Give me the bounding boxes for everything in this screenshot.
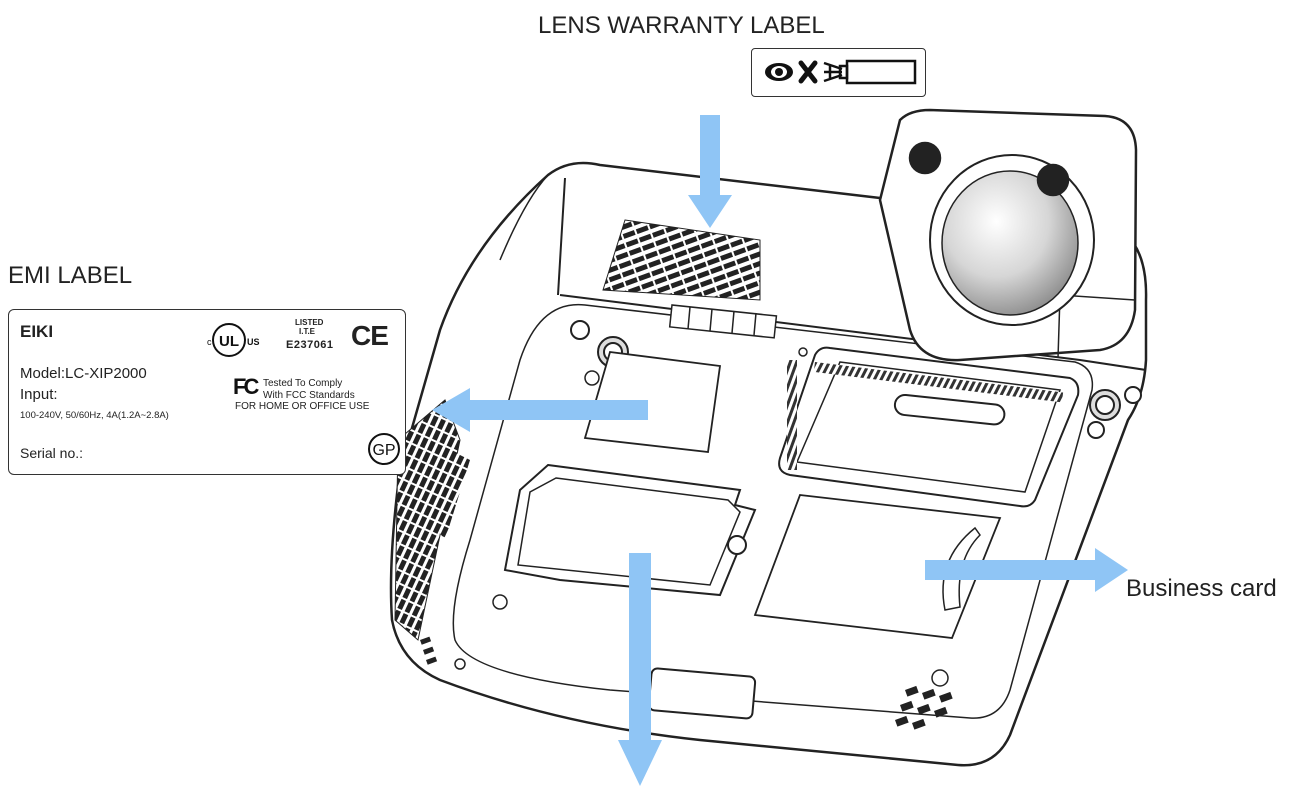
lens-warranty-caption: LENS WARRANTY LABEL	[538, 12, 825, 39]
top-vent-grille	[602, 219, 761, 301]
arrow-business-card	[925, 548, 1128, 592]
gp-text: GP	[372, 442, 395, 459]
fc-text: FC	[233, 374, 259, 398]
emi-model: Model:LC-XIP2000	[20, 365, 147, 382]
arrow-lens-warranty	[688, 115, 732, 228]
emi-ite: I.T.E	[299, 327, 316, 336]
lower-cover	[503, 463, 757, 597]
emi-input-label: Input:	[20, 386, 58, 403]
emi-listed: LISTED	[295, 318, 324, 327]
bottom-handle	[647, 667, 757, 720]
ul-text: UL	[219, 333, 239, 350]
projector-beam-icon	[823, 59, 917, 85]
emi-listing-number: E237061	[286, 339, 334, 351]
ce-mark-icon: CE	[351, 320, 389, 351]
fcc-logo-icon: FC	[233, 374, 263, 403]
emi-brand: EIKI	[20, 322, 54, 341]
fcc-line-2: With FCC Standards	[263, 390, 355, 401]
emi-label: EIKI Model:LC-XIP2000 Input: 100-240V, 5…	[8, 309, 406, 475]
adjustable-foot-right	[1087, 386, 1142, 439]
arrow-emi	[432, 388, 648, 432]
lens-housing	[878, 108, 1138, 362]
ul-mark-icon: c UL US	[207, 318, 287, 367]
fcc-line-3: FOR HOME OR OFFICE USE	[235, 401, 370, 412]
ul-left: c	[207, 337, 212, 347]
lamp-cover	[778, 346, 1080, 508]
arrow-down	[618, 553, 662, 786]
lens-warranty-label	[751, 48, 926, 97]
business-card-area	[753, 494, 1002, 639]
emi-serial: Serial no.:	[20, 445, 84, 461]
business-card-caption: Business card	[1126, 575, 1277, 602]
ul-right: US	[247, 337, 260, 347]
gp-mark-icon: GP	[367, 432, 401, 471]
callout-arrows	[432, 115, 1128, 786]
eye-icon	[765, 63, 793, 81]
cross-icon	[798, 60, 818, 84]
emi-power-rating: 100-240V, 50/60Hz, 4A(1.2A~2.8A)	[20, 410, 169, 421]
fcc-line-1: Tested To Comply	[263, 378, 343, 389]
emi-label-caption: EMI LABEL	[8, 262, 133, 289]
